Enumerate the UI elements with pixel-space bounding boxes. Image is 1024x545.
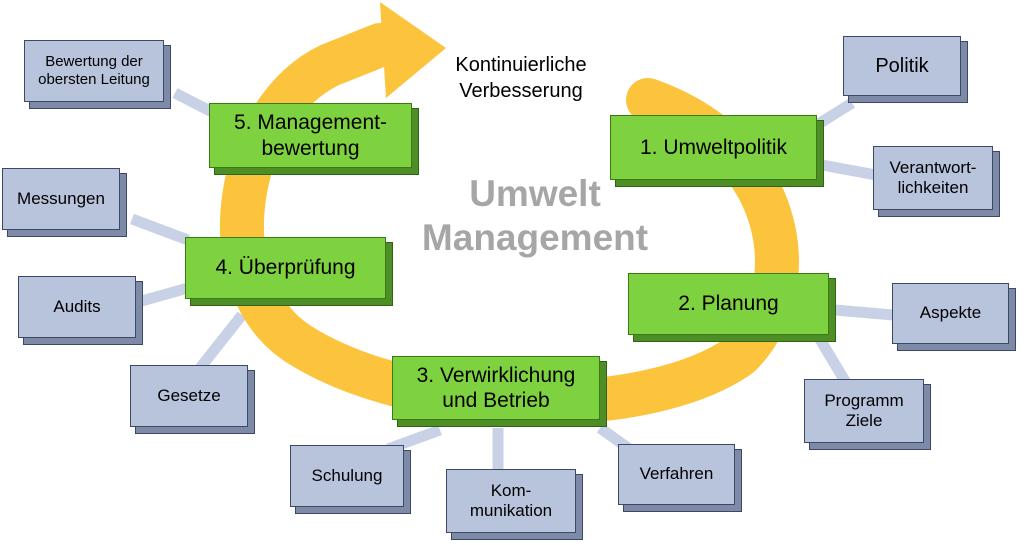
topic-box-schulung: Schulung [290,445,404,507]
connector-bewertung [172,88,215,117]
phase-box-ueberpruefung: 4. Überprüfung [185,237,386,299]
connector-programm-ziele [813,333,853,389]
center-title: Umwelt Management [421,173,649,259]
topic-box-verantwortlichkeiten: Verantwort- lichkeiten [873,146,993,210]
topic-box-kommunikation: Kom- munikation [446,469,576,533]
cycle-label: Kontinuierliche Verbesserung [455,54,587,102]
phase-box-verwirklichung: 3. Verwirklichung und Betrieb [392,356,600,420]
connector-politik [809,98,855,133]
cycle-arrow-head [380,2,446,98]
topic-box-verfahren: Verfahren [618,444,735,505]
connector-messungen [130,213,190,246]
topic-box-messungen: Messungen [2,168,120,230]
topic-box-aspekte: Aspekte [892,283,1009,344]
topic-box-programm-ziele: Programm Ziele [804,379,924,443]
connector-gesetze [195,311,247,372]
phase-box-managementbewertung: 5. Management- bewertung [209,103,412,168]
connector-audits [136,282,190,308]
connector-aspekte [834,304,894,321]
phase-box-umweltpolitik: 1. Umweltpolitik [610,115,817,180]
topic-box-politik: Politik [843,36,961,96]
topic-box-audits: Audits [18,276,136,338]
topic-box-bewertung: Bewertung der obersten Leitung [24,40,164,102]
connector-verantwortlichkeiten [820,159,878,181]
phase-box-planung: 2. Planung [628,273,829,335]
topic-box-gesetze: Gesetze [130,365,248,427]
